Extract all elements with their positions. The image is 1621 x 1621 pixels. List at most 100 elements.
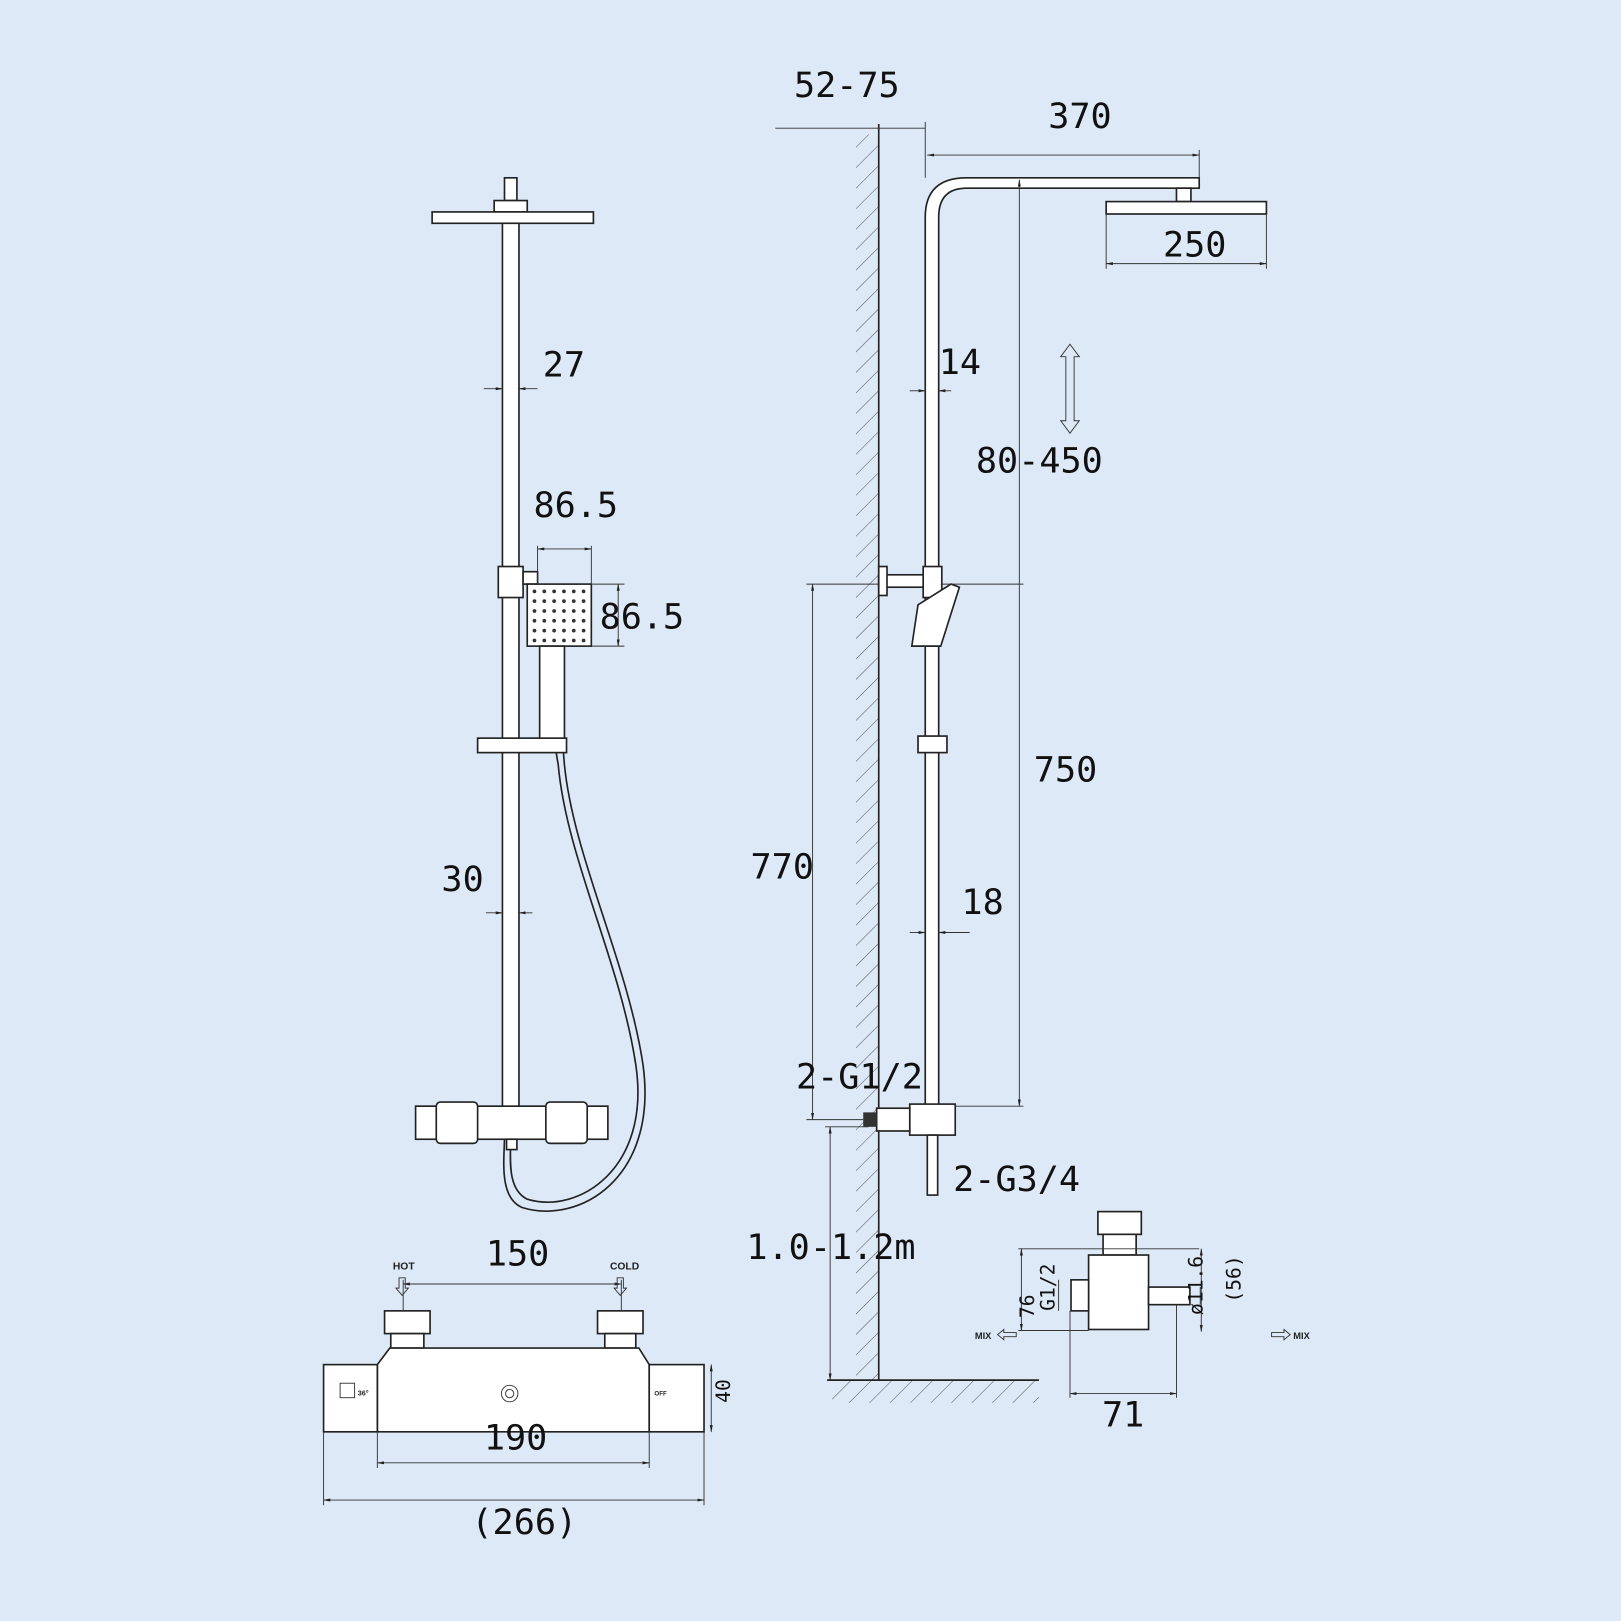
fitting-body <box>1087 1254 1150 1331</box>
mix-left-label: MIX <box>975 1331 992 1341</box>
spray-nozzle <box>552 599 556 604</box>
spray-nozzle <box>571 609 576 613</box>
fitting-detail: 2-G3/4 76 G1/2 (56) ø11.6 71 MIX MIX <box>953 1159 1310 1436</box>
thread <box>863 1112 877 1127</box>
spray-nozzle <box>532 628 537 633</box>
holder-side <box>917 735 948 754</box>
head-stub <box>503 176 518 202</box>
hot-label: HOT <box>393 1262 415 1273</box>
spray-nozzle <box>581 609 586 613</box>
head-connector-side <box>1175 187 1192 203</box>
head-connector <box>493 199 529 213</box>
spray-nozzle <box>542 628 547 633</box>
cold-arrow-icon <box>613 1277 628 1297</box>
dim-fitting-thread: G1/2 <box>1036 1264 1059 1311</box>
dim-rail-height: 750 <box>1034 750 1097 791</box>
spray-nozzle <box>552 618 556 623</box>
spray-nozzle <box>562 609 566 613</box>
riser-and-arm <box>924 176 1201 1113</box>
mixer-outlet <box>505 1138 518 1151</box>
spray-nozzle <box>562 638 566 643</box>
button-square <box>339 1382 356 1399</box>
mix-right-label: MIX <box>1293 1331 1310 1341</box>
dim-arm-length: 370 <box>1048 96 1111 137</box>
spray-nozzle <box>542 599 547 604</box>
adjust-double-arrow-icon <box>1059 343 1081 434</box>
spray-nozzle <box>532 618 537 623</box>
spray-nozzle <box>542 638 547 643</box>
dim-pipe-upper-side: 14 <box>939 342 981 383</box>
hand-shower-handle <box>538 645 566 740</box>
slider-bracket <box>497 565 524 599</box>
front-view: 27 86.5 86.5 30 <box>414 176 685 1212</box>
riser-pipe <box>501 222 520 1110</box>
fitting-spout <box>1147 1286 1191 1306</box>
mixer-handle-left <box>435 1101 479 1145</box>
hot-inlet <box>389 1332 425 1349</box>
spray-nozzle <box>571 589 576 594</box>
dim-pipe-lower-side: 18 <box>961 882 1003 923</box>
fitting-nut <box>1097 1210 1143 1236</box>
overhead-shower-head <box>431 211 595 225</box>
shower-hose-outline <box>502 752 646 1212</box>
spray-nozzle <box>581 599 586 604</box>
dim-pipe-lower: 30 <box>441 859 483 900</box>
spray-nozzle <box>542 618 547 623</box>
shower-hose <box>509 752 639 1203</box>
mixer-handle-right <box>545 1101 589 1145</box>
spray-nozzle <box>571 628 576 633</box>
spray-nozzle <box>552 628 556 633</box>
cold-inlet-nut <box>596 1310 644 1335</box>
temp-mark: 36° <box>358 1389 369 1398</box>
dim-overall-length: (266) <box>471 1502 577 1543</box>
side-view: 52-75 370 250 14 80-450 750 770 18 2-G1/… <box>746 65 1268 1403</box>
slider-knob <box>522 570 539 585</box>
elbow-side <box>908 1103 957 1136</box>
dim-fitting-diameter: ø11.6 <box>1184 1256 1207 1315</box>
hand-shower-head <box>526 583 593 647</box>
left-end-cap <box>322 1363 379 1433</box>
hot-inlet-nut <box>383 1310 431 1335</box>
spray-nozzle <box>552 638 556 643</box>
mix-left-arrow-icon <box>996 1328 1017 1341</box>
dim-fitting-width: 71 <box>1102 1395 1144 1436</box>
spray-nozzle <box>562 589 566 594</box>
dim-fitting-offset: (56) <box>1223 1255 1246 1302</box>
hot-arrow-icon <box>394 1277 410 1297</box>
dim-wall-distance: 52-75 <box>794 65 900 106</box>
dim-pipe-upper: 27 <box>543 344 585 385</box>
dim-handset-height: 86.5 <box>600 597 685 638</box>
dim-install-height: 1.0-1.2m <box>746 1227 915 1268</box>
spray-nozzle <box>532 609 537 613</box>
dim-outlet-thread: 2-G1/2 <box>796 1057 923 1098</box>
dim-fitting-height: 76 <box>1016 1294 1039 1318</box>
outlet-spout <box>926 1134 939 1196</box>
cold-inlet <box>603 1332 637 1349</box>
fitting-thread <box>1070 1279 1090 1312</box>
mixer-view: HOT COLD 36° OFF 150 190 (266) 40 <box>322 1233 735 1543</box>
wall-hatching <box>855 134 879 1381</box>
spray-nozzle <box>571 638 576 643</box>
dim-inlet-spacing: 150 <box>486 1233 549 1274</box>
off-mark: OFF <box>654 1391 667 1398</box>
spray-nozzle <box>542 609 547 613</box>
spray-nozzle <box>552 609 556 613</box>
overhead-head-side <box>1105 200 1268 215</box>
spray-nozzle <box>581 618 586 623</box>
spray-nozzles <box>532 589 586 643</box>
spray-nozzle <box>542 589 547 594</box>
shower-holder <box>476 737 568 754</box>
spray-nozzle <box>532 589 537 594</box>
spray-nozzle <box>581 628 586 633</box>
mix-right-arrow-icon <box>1271 1328 1291 1341</box>
dim-head-size: 250 <box>1163 224 1226 265</box>
dim-adjust-range: 80-450 <box>976 440 1103 481</box>
spray-nozzle <box>581 589 586 594</box>
right-end-cap <box>648 1363 705 1433</box>
dim-inlet-thread: 2-G3/4 <box>953 1159 1080 1200</box>
fitting-neck <box>1102 1233 1137 1256</box>
spray-nozzle <box>562 628 566 633</box>
wall-connector <box>875 1107 911 1132</box>
